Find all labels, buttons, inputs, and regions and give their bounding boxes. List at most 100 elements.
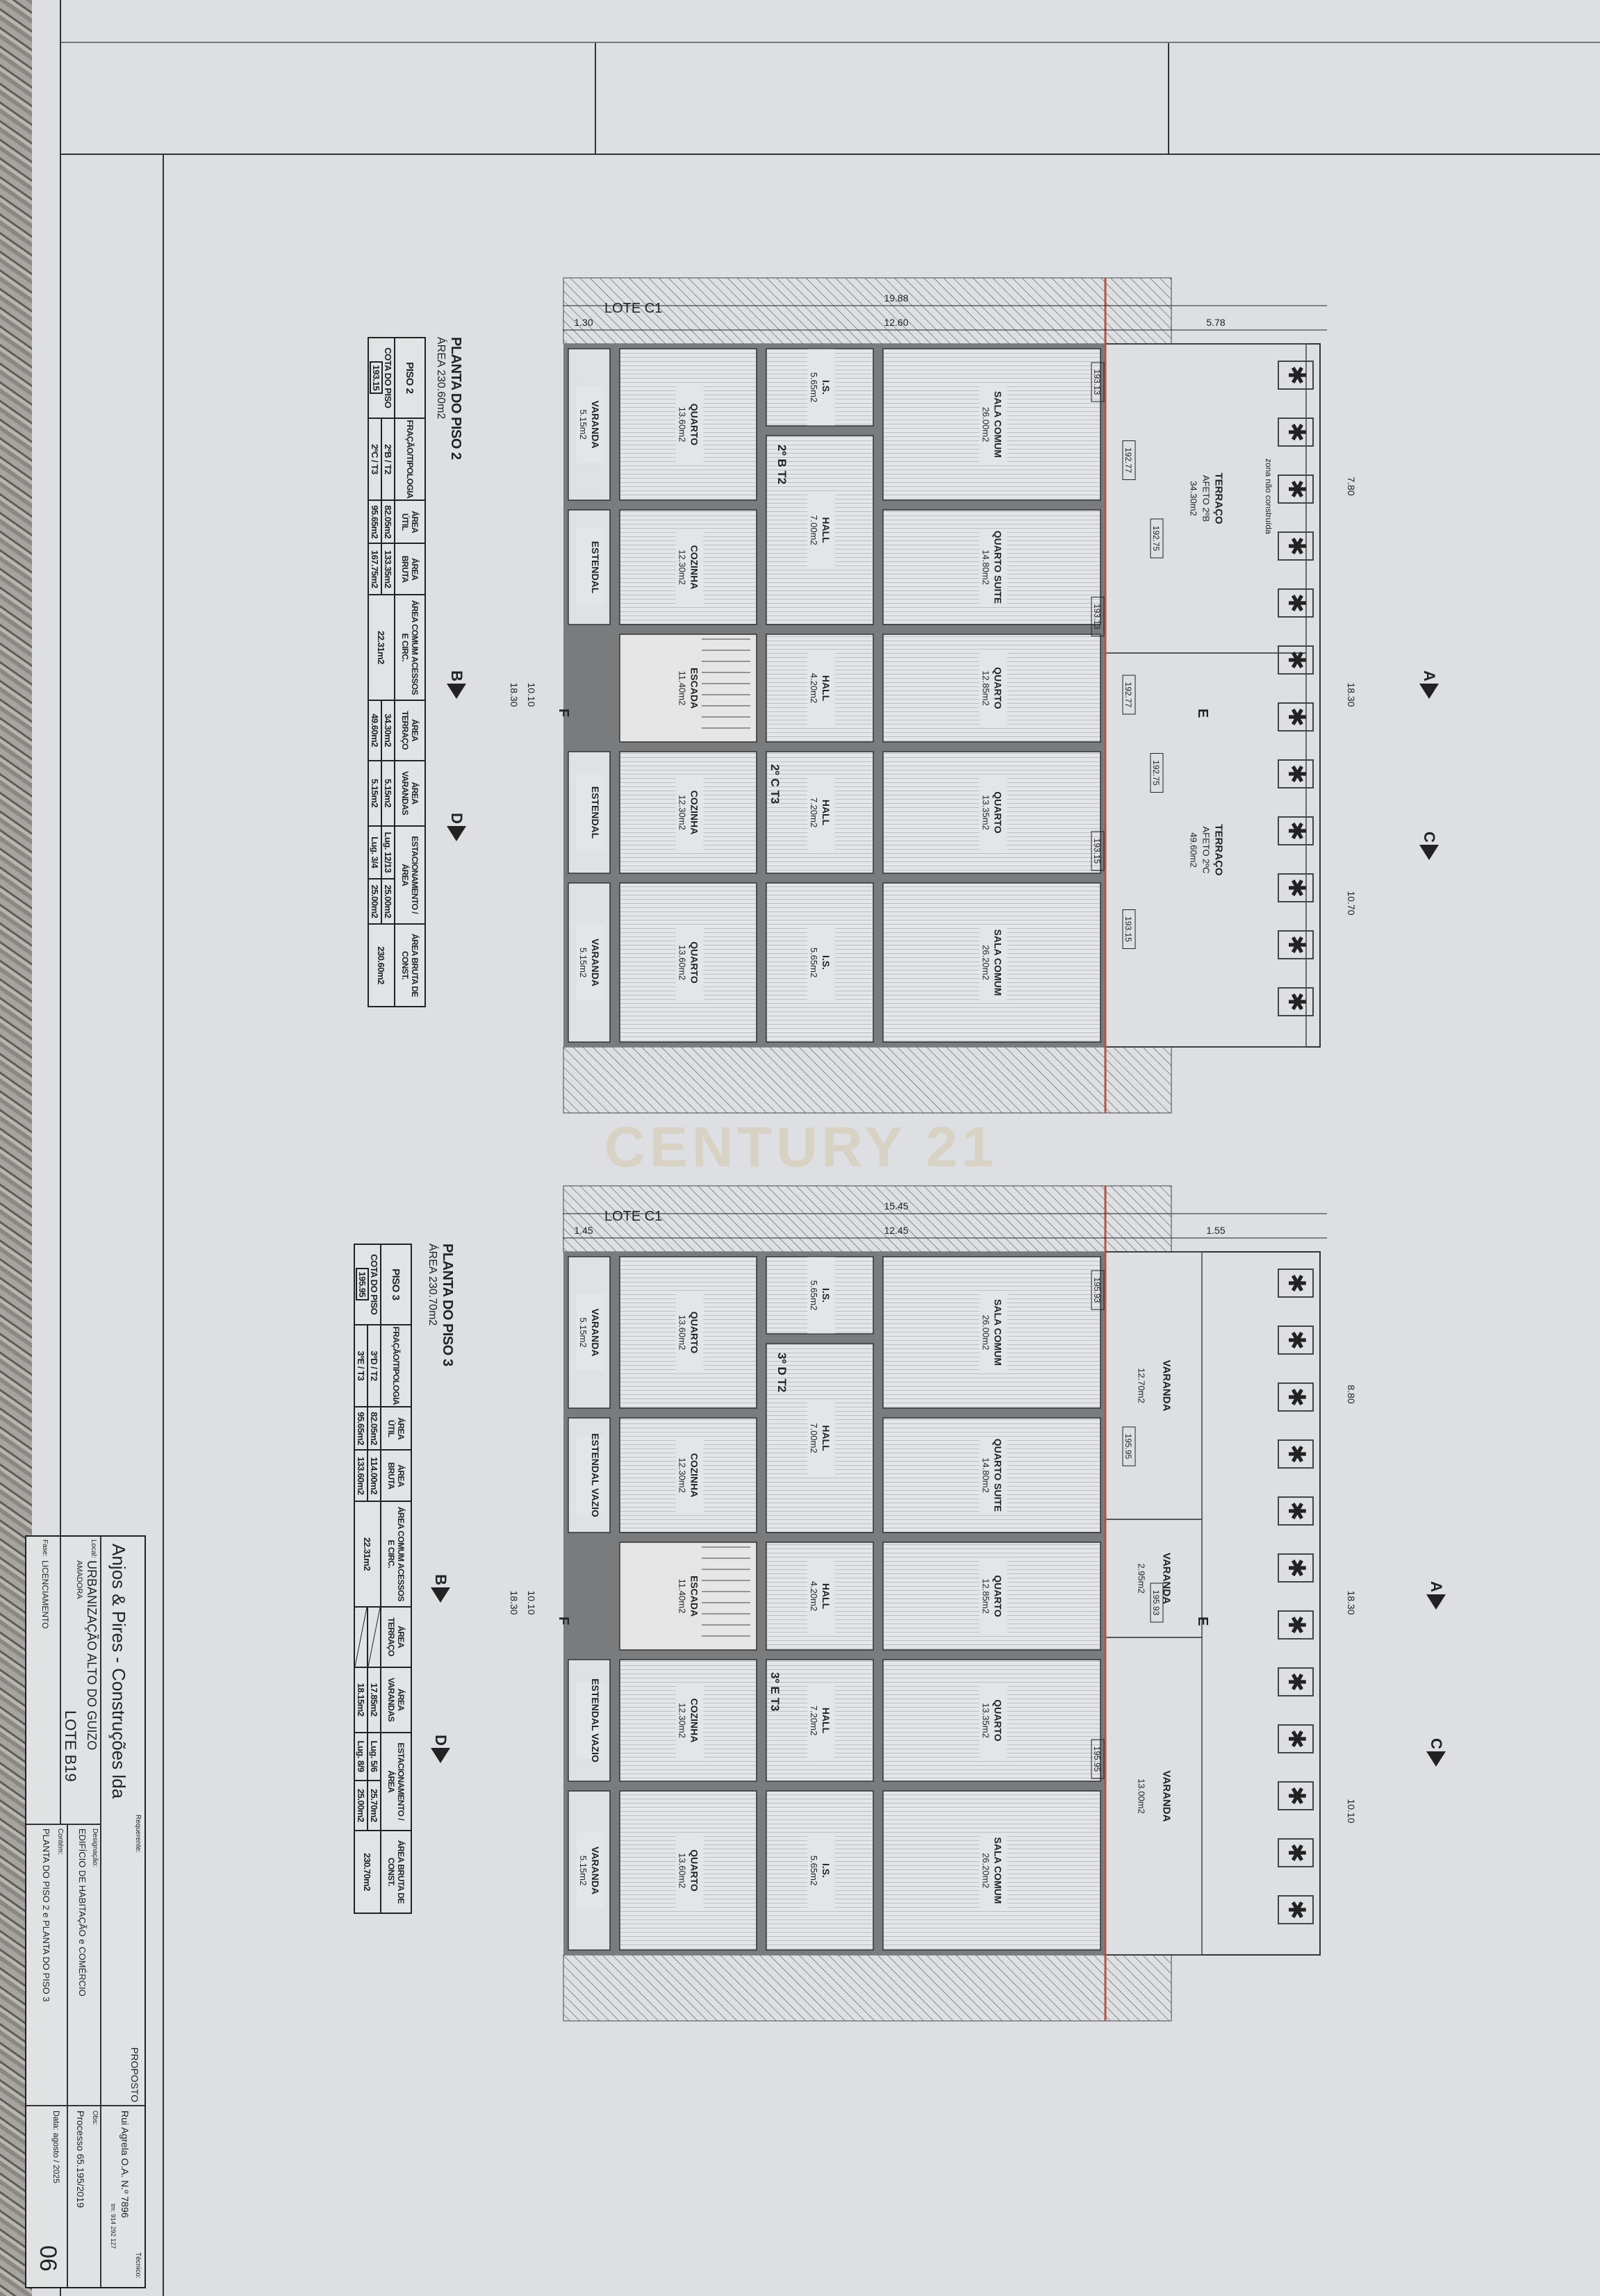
section-label: A bbox=[1428, 1581, 1445, 1592]
label-bg bbox=[577, 774, 604, 851]
table-cell-fracao: 2ºB / T2 bbox=[381, 418, 395, 501]
planter bbox=[1278, 1895, 1314, 1924]
plant-icon: ✱ bbox=[1283, 650, 1310, 670]
label-bg bbox=[577, 529, 604, 606]
plant-icon: ✱ bbox=[1283, 935, 1310, 955]
room-name: QUARTO SUITE bbox=[993, 1439, 1004, 1512]
label-bg bbox=[577, 1294, 604, 1371]
label-bg bbox=[577, 386, 604, 463]
level-value: 192.75 bbox=[1151, 526, 1161, 552]
room-name: HALL bbox=[820, 1583, 832, 1610]
section-arrow-icon bbox=[1426, 1594, 1446, 1610]
dimension-mid: 12.45 bbox=[884, 1225, 908, 1236]
room: ESTENDAL bbox=[568, 509, 611, 625]
section-arrow-icon bbox=[1419, 683, 1439, 699]
section-label-f: F bbox=[556, 709, 571, 717]
plant-icon: ✱ bbox=[1283, 593, 1310, 613]
label-bg bbox=[675, 1558, 704, 1635]
section-label: B bbox=[448, 670, 465, 682]
section-arrow-icon bbox=[431, 1587, 450, 1603]
room-area: 26.20m2 bbox=[981, 1853, 991, 1888]
table-header: ÁREA VARANDAS bbox=[395, 760, 425, 826]
table-cell-est_area: 25.00m2 bbox=[381, 878, 395, 924]
section-arrow-icon bbox=[431, 1747, 450, 1763]
planter bbox=[1278, 1439, 1314, 1469]
room-area: 5.65m2 bbox=[809, 948, 819, 977]
label-bg bbox=[979, 1558, 1007, 1635]
header-divider-1 bbox=[595, 42, 596, 154]
room-area: 12.85m2 bbox=[981, 1578, 991, 1614]
conteudo-label: Contém: bbox=[56, 1828, 64, 1855]
unit-label: 3º E T3 bbox=[768, 1672, 782, 1711]
room-area: 5.15m2 bbox=[578, 1856, 588, 1885]
room-area: 5.65m2 bbox=[809, 1856, 819, 1885]
outdoor-name: VARANDA bbox=[1161, 1771, 1173, 1822]
dimension-left: 1.45 bbox=[574, 1225, 593, 1236]
room-area: 12.30m2 bbox=[677, 550, 688, 585]
room-area: 11.40m2 bbox=[677, 671, 688, 706]
planter bbox=[1278, 645, 1314, 675]
table-cell-terraco: 34.30m2 bbox=[381, 700, 395, 761]
room-area: 26.00m2 bbox=[981, 407, 991, 443]
outdoor-name: VARANDA bbox=[1161, 1553, 1173, 1604]
designacao-label: Designação: bbox=[91, 1828, 99, 1867]
room-name: VARANDA bbox=[590, 1309, 601, 1357]
local-value: URBANIZAÇÃO ALTO DO GUIZO bbox=[85, 1560, 99, 1751]
table-cell-terraco: 49.60m2 bbox=[368, 700, 381, 761]
planter bbox=[1278, 930, 1314, 959]
label-bg bbox=[675, 1682, 704, 1759]
room: I.S.5.65m2 bbox=[766, 348, 874, 427]
room-name: COZINHA bbox=[689, 545, 700, 590]
room-area: 13.35m2 bbox=[981, 1703, 991, 1738]
label-bg bbox=[675, 1437, 704, 1514]
dimension-total: 15.45 bbox=[884, 1200, 908, 1212]
plan-area: ÁREA 230.70m2 bbox=[427, 1244, 438, 1326]
room: ESTENDAL VAZIO bbox=[568, 1417, 611, 1533]
room-name: VARANDA bbox=[590, 939, 601, 986]
requerente-label: Requerente: bbox=[134, 1815, 142, 1853]
level-value: 192.75 bbox=[1151, 760, 1161, 786]
label-bg bbox=[979, 1294, 1007, 1371]
dimension-side-core: 10.10 bbox=[526, 1590, 537, 1614]
section-marker-a: A bbox=[1426, 1581, 1446, 1610]
level-value: 193.15 bbox=[1123, 916, 1133, 942]
table-cell-lug: Lug. 12/13 bbox=[381, 825, 395, 879]
outdoor-name: TERRAÇO bbox=[1213, 472, 1225, 524]
label-bg bbox=[807, 650, 835, 727]
section-arrow-icon bbox=[447, 825, 466, 841]
dimension-right-depth: 7.80 bbox=[1346, 477, 1357, 495]
room-area: 12.85m2 bbox=[981, 670, 991, 706]
table-header: ÁREA VARANDAS bbox=[381, 1667, 411, 1733]
planter bbox=[1278, 702, 1314, 732]
room-name: SALA COMUM bbox=[993, 391, 1004, 458]
tecnico-value: Rui Agrela O.A. N.º 7896 bbox=[119, 2111, 131, 2218]
table-header: ÁREA BRUTA DE CONST. bbox=[395, 923, 425, 1007]
room-area: 7.20m2 bbox=[809, 1706, 819, 1735]
planter bbox=[1278, 987, 1314, 1016]
planter bbox=[1278, 474, 1314, 504]
room-name: VARANDA bbox=[590, 401, 601, 449]
room-area: 13.60m2 bbox=[677, 1853, 688, 1888]
label-bg bbox=[979, 1682, 1007, 1759]
room-area: 12.30m2 bbox=[677, 795, 688, 830]
planter bbox=[1278, 873, 1314, 902]
room-area: 12.30m2 bbox=[677, 1703, 688, 1738]
room-name: QUARTO bbox=[689, 1849, 700, 1892]
watermark: CENTURY 21 bbox=[604, 1116, 998, 1179]
table-header: ÁREA BRUTA DE CONST. bbox=[381, 1831, 411, 1913]
section-label: D bbox=[432, 1735, 450, 1746]
section-marker-b: B bbox=[431, 1574, 450, 1603]
room-name: QUARTO SUITE bbox=[993, 531, 1004, 604]
